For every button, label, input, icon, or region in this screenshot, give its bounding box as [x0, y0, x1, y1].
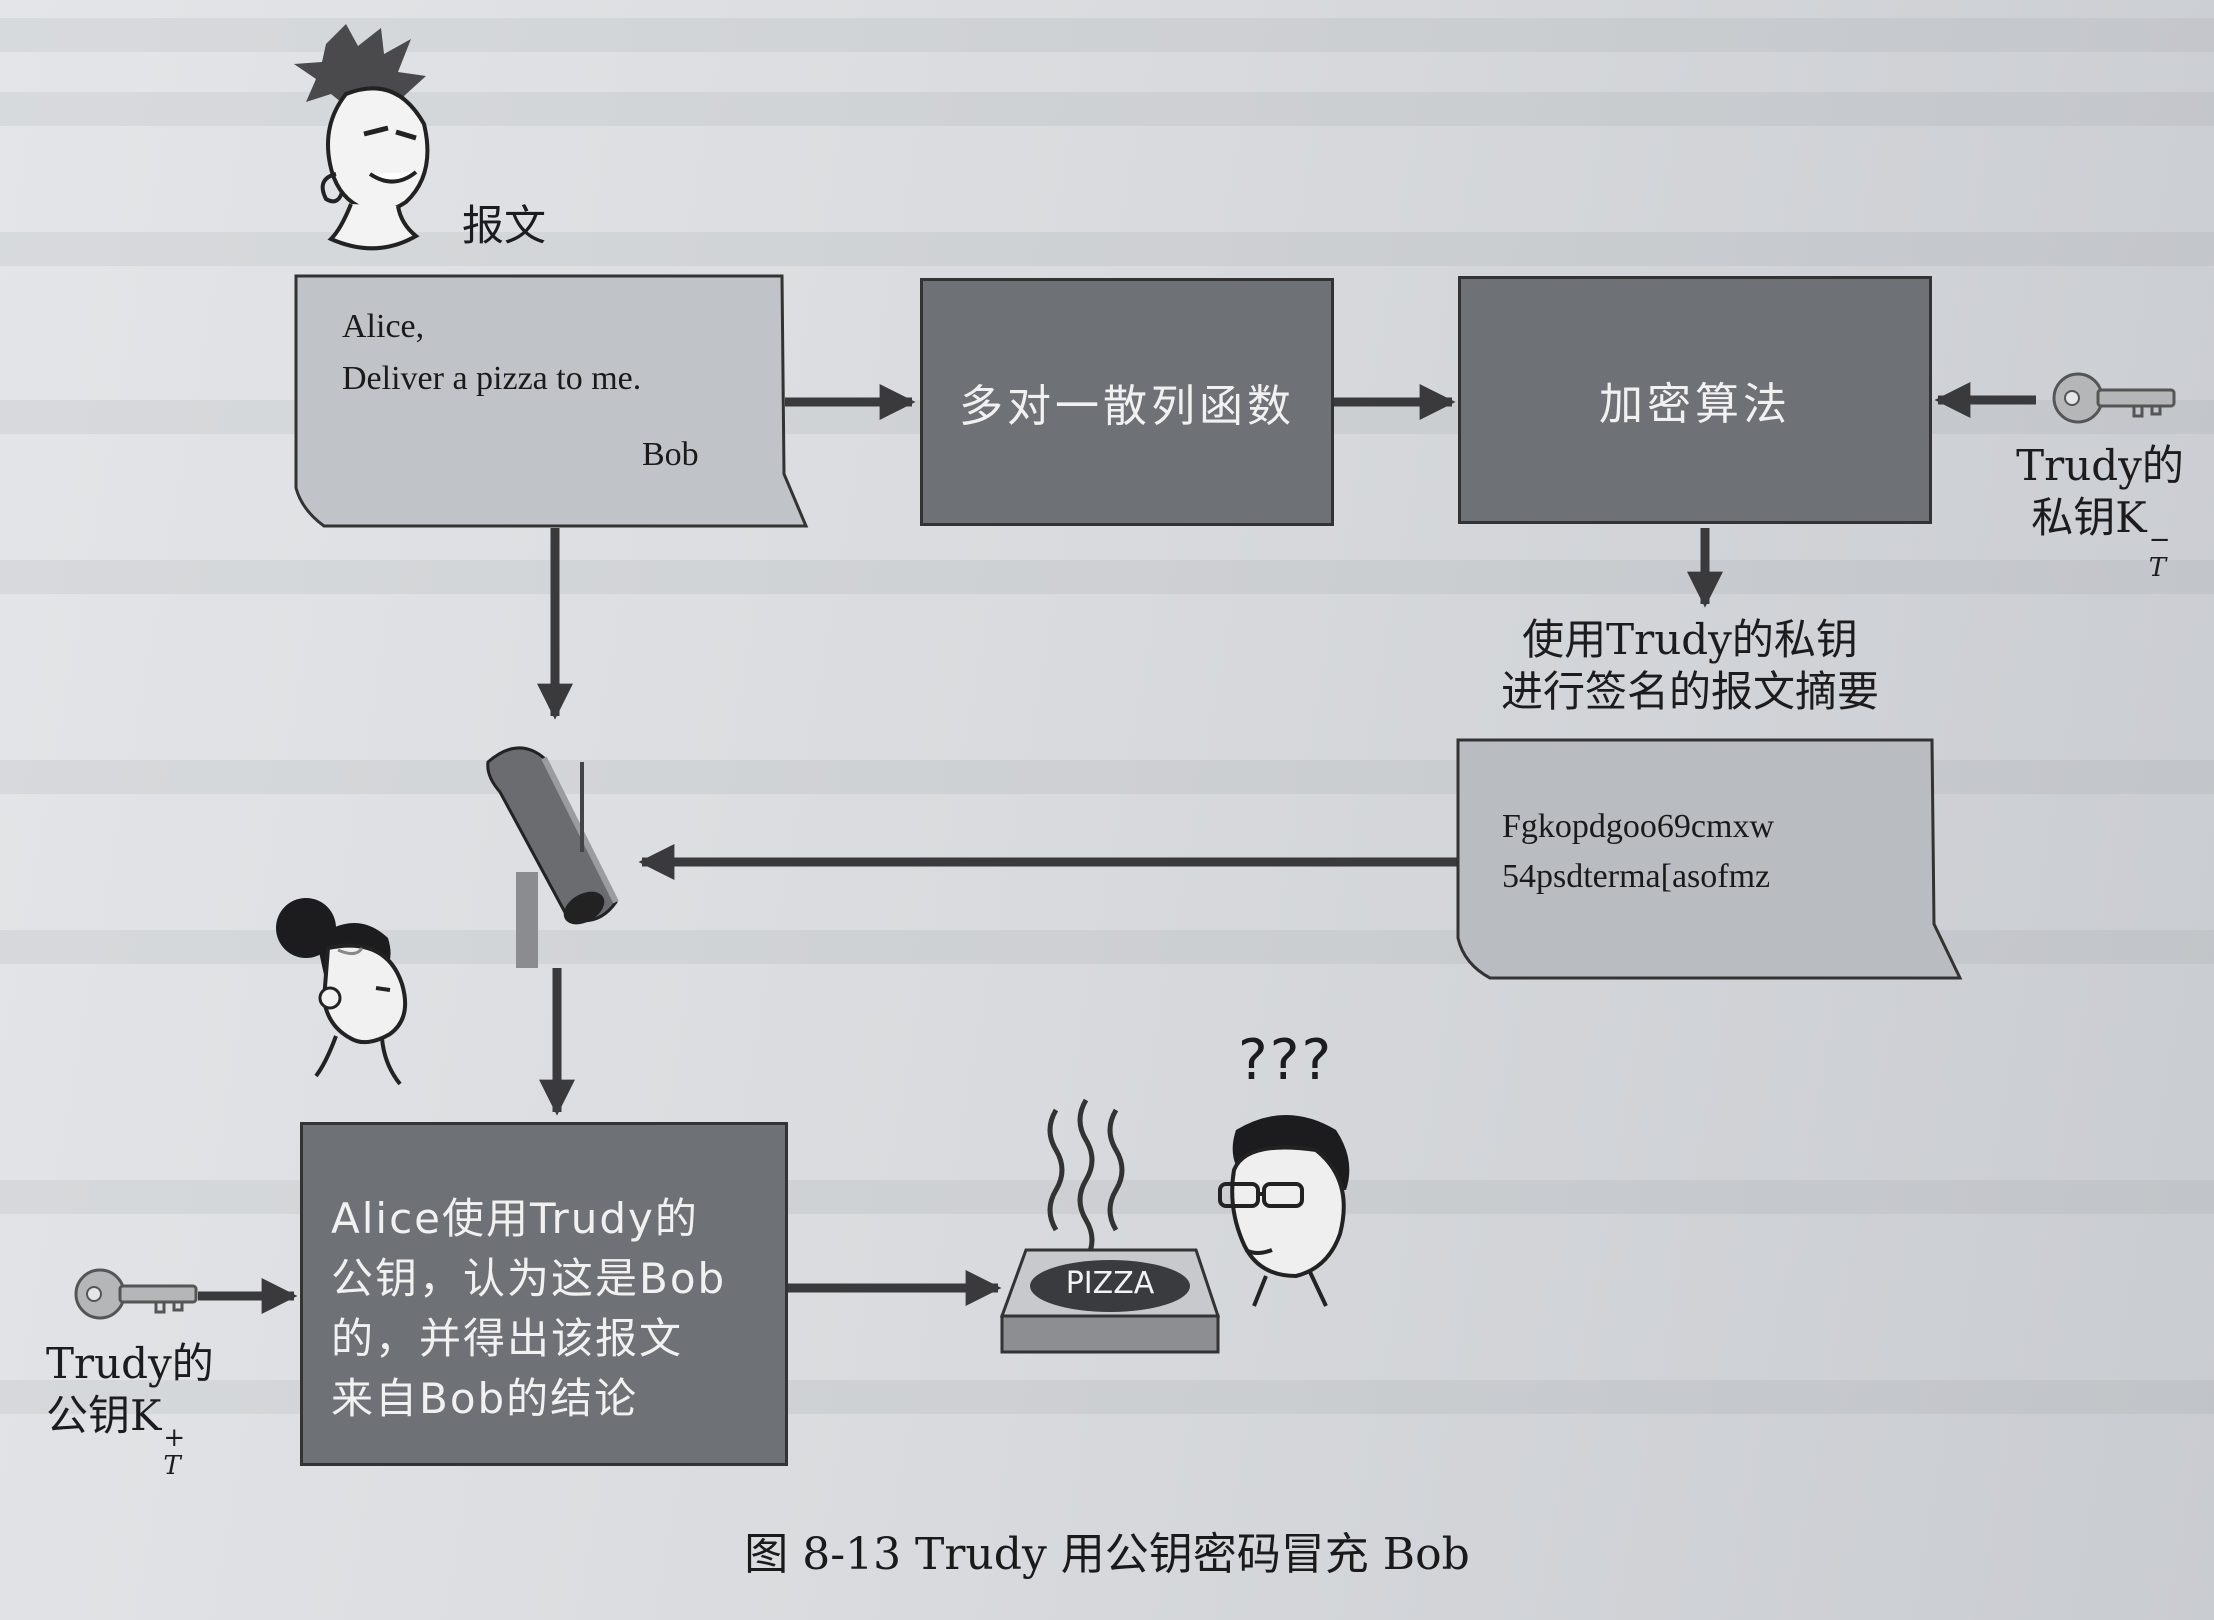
message-signature: Bob [642, 436, 699, 473]
digest-label-line2: 进行签名的报文摘要 [1500, 667, 1879, 716]
private-key-sub: T [2148, 553, 2167, 583]
key-icon [2052, 372, 2176, 424]
key-icon [74, 1268, 198, 1320]
digest-line-1: Fgkopdgoo69cmxw [1502, 808, 1774, 845]
alice-conclusion-line-2: 公钥，认为这是Bob [331, 1254, 727, 1303]
digest-label: 使用Trudy的私钥 进行签名的报文摘要 [1450, 614, 1930, 718]
private-key-sup: − [2148, 525, 2171, 555]
public-key-label-line1: Trudy的 [46, 1339, 214, 1388]
bleed-line [0, 560, 2214, 594]
encryption-box: 加密算法 [1458, 276, 1932, 524]
confused-marks: ??? [1238, 1028, 1334, 1093]
digest-box-shape [1456, 738, 1963, 980]
pizza-label: PIZZA [1065, 1266, 1155, 1301]
hash-function-box: 多对一散列函数 [920, 278, 1334, 526]
message-line-1: Alice, [342, 308, 425, 345]
bob-face-icon [1218, 1115, 1350, 1307]
public-key-sup: + [163, 1423, 186, 1453]
message-line-2: Deliver a pizza to me. [342, 360, 642, 397]
pizza-box-icon [999, 1098, 1221, 1354]
public-key-label: Trudy的 公钥K+T [46, 1338, 246, 1481]
private-key-label-line1: Trudy的 [2016, 441, 2184, 490]
private-key-name: 私钥K [2031, 493, 2147, 542]
trudy-face-icon [294, 24, 430, 251]
digest-line-2: 54psdterma[asofmz [1502, 858, 1771, 895]
message-box-shape [294, 274, 809, 528]
message-label: 报文 [462, 201, 547, 250]
alice-conclusion-line-1: Alice使用Trudy的 [331, 1194, 699, 1243]
public-key-sub: T [163, 1451, 181, 1481]
alice-conclusion-line-4: 来自Bob的结论 [331, 1374, 639, 1423]
alice-conclusion-box: Alice使用Trudy的 公钥，认为这是Bob 的，并得出该报文 来自Bob的… [300, 1122, 788, 1466]
public-key-name: 公钥K [46, 1391, 162, 1440]
private-key-label: Trudy的 私钥K−T [2000, 440, 2200, 583]
alice-conclusion-text: Alice使用Trudy的 公钥，认为这是Bob 的，并得出该报文 来自Bob的… [331, 1189, 726, 1429]
private-key-label-line2: 私钥K−T [2000, 492, 2200, 583]
figure-caption: 图 8-13 Trudy 用公钥密码冒充 Bob [744, 1529, 1470, 1580]
alice-face-icon [276, 898, 407, 1086]
mailbox-icon [486, 746, 619, 968]
public-key-label-line2: 公钥K+T [46, 1390, 246, 1481]
alice-conclusion-line-3: 的，并得出该报文 [331, 1314, 684, 1363]
digest-label-line1: 使用Trudy的私钥 [1522, 615, 1858, 664]
